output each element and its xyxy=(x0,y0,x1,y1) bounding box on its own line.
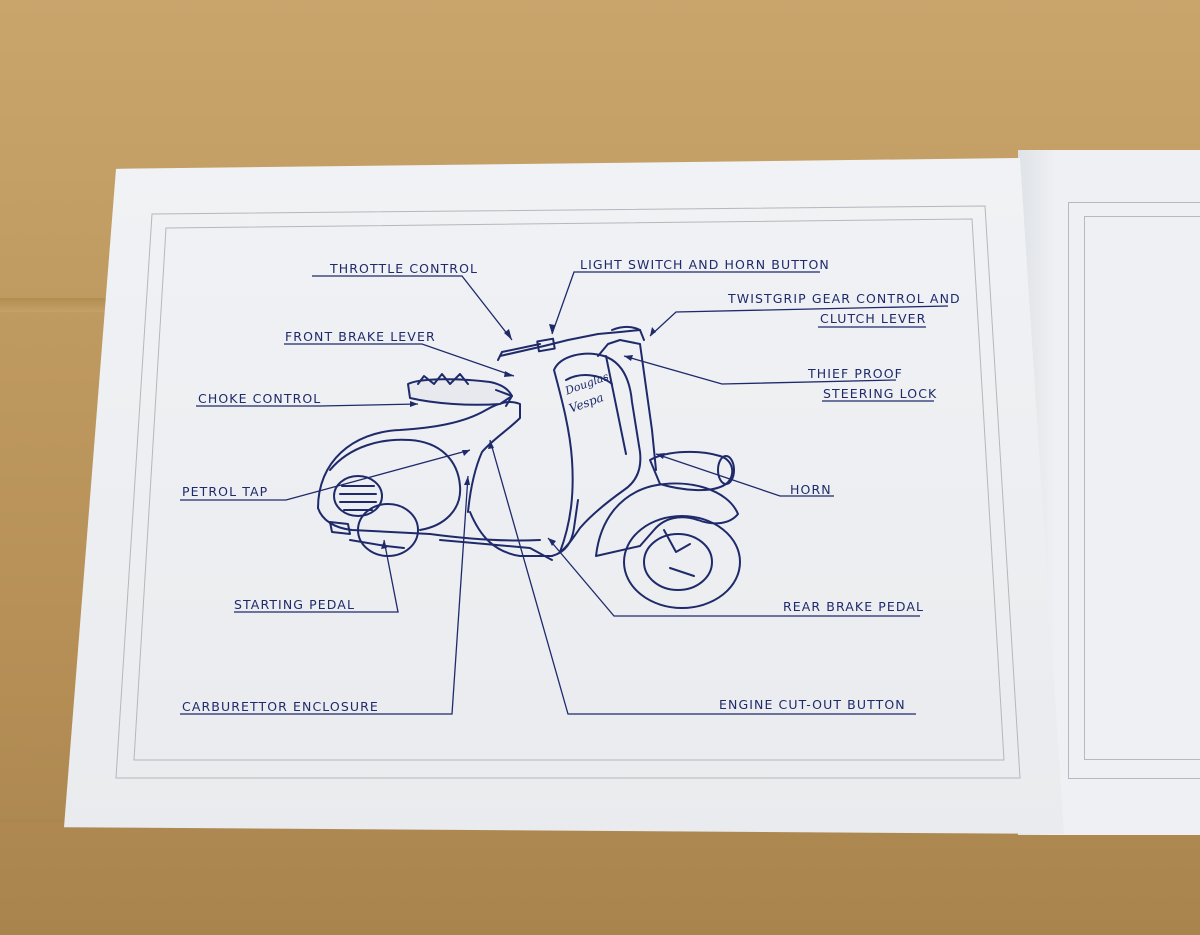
label-thief-proof-line1: THIEF PROOF xyxy=(807,366,903,381)
cardboard-seam xyxy=(0,298,120,312)
label-choke-control: CHOKE CONTROL xyxy=(198,391,321,406)
label-throttle-control: THROTTLE CONTROL xyxy=(329,261,478,276)
label-starting-pedal: STARTING PEDAL xyxy=(234,597,355,612)
label-thief-proof-line2: STEERING LOCK xyxy=(823,386,937,401)
label-engine-cutout-button: ENGINE CUT-OUT BUTTON xyxy=(719,697,906,712)
svg-text:Douglas: Douglas xyxy=(562,370,610,398)
left-page xyxy=(64,158,1064,834)
label-horn: HORN xyxy=(790,482,832,497)
label-rear-brake-pedal: REAR BRAKE PEDAL xyxy=(783,599,924,614)
right-page-outer-frame xyxy=(1068,202,1200,779)
label-carburettor-enclosure: CARBURETTOR ENCLOSURE xyxy=(182,699,379,714)
label-light-switch: LIGHT SWITCH AND HORN BUTTON xyxy=(580,257,830,272)
right-page-inner-frame xyxy=(1084,216,1200,760)
inner-frame xyxy=(133,218,1005,761)
label-petrol-tap: PETROL TAP xyxy=(182,484,268,499)
arrow-heads xyxy=(381,324,665,549)
leader-lines xyxy=(180,271,949,715)
label-twistgrip-line1: TWISTGRIP GEAR CONTROL AND xyxy=(727,291,961,306)
label-twistgrip-line2: CLUTCH LEVER xyxy=(820,311,926,326)
outer-frame xyxy=(115,205,1021,779)
label-front-brake-lever: FRONT BRAKE LEVER xyxy=(285,329,436,344)
scooter-illustration: Douglas Vespa xyxy=(317,326,741,609)
